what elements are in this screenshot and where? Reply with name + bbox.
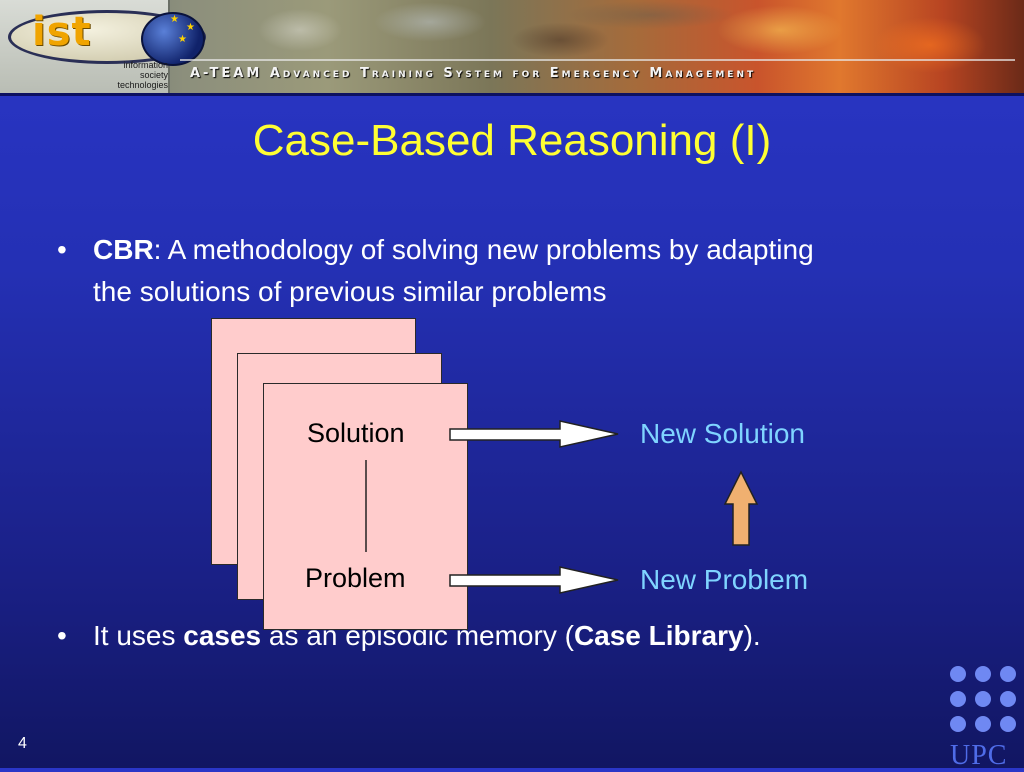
upc-logo-dot — [950, 666, 966, 682]
banner-title: A-TEAM Advanced Training System for Emer… — [190, 66, 757, 81]
new-problem-label: New Problem — [640, 564, 809, 595]
case-card-front-overlap — [263, 600, 468, 630]
star-icon: ★ — [178, 34, 187, 45]
bullet2-prefix: It uses — [93, 620, 184, 651]
upc-logo-dot — [950, 716, 966, 732]
bullet-text: It uses cases as an episodic memory (Cas… — [93, 615, 993, 657]
card-solution-label: Solution — [307, 418, 405, 448]
bullet2-suffix: ). — [743, 620, 761, 651]
arrow-up-adapt — [723, 470, 759, 546]
upc-logo-dot — [1000, 716, 1016, 732]
bullet-text-line2: the solutions of previous similar proble… — [93, 276, 607, 307]
ist-logo-text: ist — [32, 9, 92, 55]
page-number: 4 — [18, 735, 27, 752]
term-cbr: CBR — [93, 234, 154, 265]
logo-subtitle-line: information — [123, 60, 168, 70]
star-icon: ★ — [170, 14, 179, 25]
upc-logo-dot — [1000, 666, 1016, 682]
upc-logo-dot — [975, 666, 991, 682]
term-cases: cases — [183, 620, 262, 651]
slide-title: Case-Based Reasoning (I) — [252, 116, 772, 165]
star-icon: ★ — [186, 22, 195, 33]
upc-logo-text: UPC — [950, 740, 1008, 771]
ist-logo-subtitle: information society technologies — [88, 60, 168, 90]
upc-logo-dot — [975, 691, 991, 707]
upc-logo-dot — [975, 716, 991, 732]
bullet-text: CBR: A methodology of solving new proble… — [93, 229, 993, 313]
upc-logo-dot — [950, 691, 966, 707]
header-banner: ist ★ ★ ★ information society technologi… — [0, 0, 1024, 96]
arrow-to-new-problem — [449, 566, 619, 594]
upc-logo-dot — [1000, 691, 1016, 707]
arrow-to-new-solution — [449, 420, 619, 448]
card-problem-label: Problem — [305, 563, 406, 593]
bullet-text-line1: : A methodology of solving new problems … — [153, 234, 814, 265]
banner-divider — [180, 59, 1015, 61]
globe-icon — [141, 12, 205, 66]
bullet-marker: • — [57, 620, 67, 651]
new-solution-label: New Solution — [640, 418, 805, 449]
bullet-marker: • — [57, 234, 67, 265]
logo-subtitle-line: society — [139, 70, 168, 80]
logo-subtitle-line: technologies — [117, 80, 168, 90]
term-case-library: Case Library — [573, 620, 744, 651]
